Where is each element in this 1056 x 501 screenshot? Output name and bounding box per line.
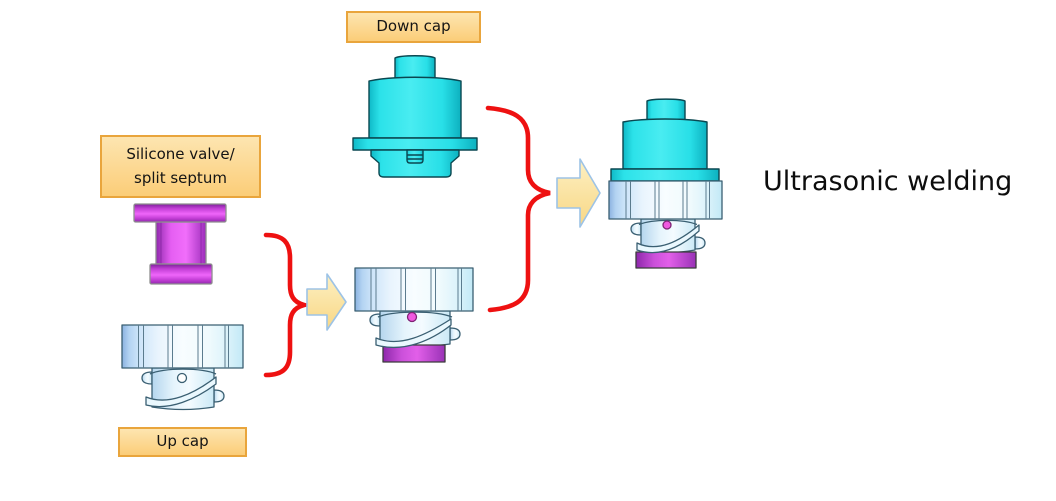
up-cap-part-icon <box>121 324 244 411</box>
up-cap-label-text: Up cap <box>156 432 209 451</box>
silicone-valve-label: Silicone valve/ split septum <box>100 135 261 198</box>
ultrasonic-welding-title: Ultrasonic welding <box>763 166 1013 197</box>
silicone-valve-part-icon <box>133 203 227 285</box>
upcap-valve-subassembly-icon <box>354 267 474 363</box>
down-cap-part-icon <box>352 55 478 178</box>
flow-arrow-1-icon <box>306 273 347 331</box>
down-cap-label-text: Down cap <box>376 17 451 36</box>
flow-arrow-2-icon <box>556 158 601 228</box>
down-cap-label: Down cap <box>346 11 481 43</box>
welded-assembly-icon <box>608 98 723 269</box>
silicone-valve-label-line2: split septum <box>134 168 227 187</box>
up-cap-label: Up cap <box>118 427 247 457</box>
silicone-valve-label-line1: Silicone valve/ <box>126 145 235 164</box>
merge-brace-downcap-subassembly <box>485 105 551 313</box>
merge-brace-valve-upcap <box>263 232 313 378</box>
